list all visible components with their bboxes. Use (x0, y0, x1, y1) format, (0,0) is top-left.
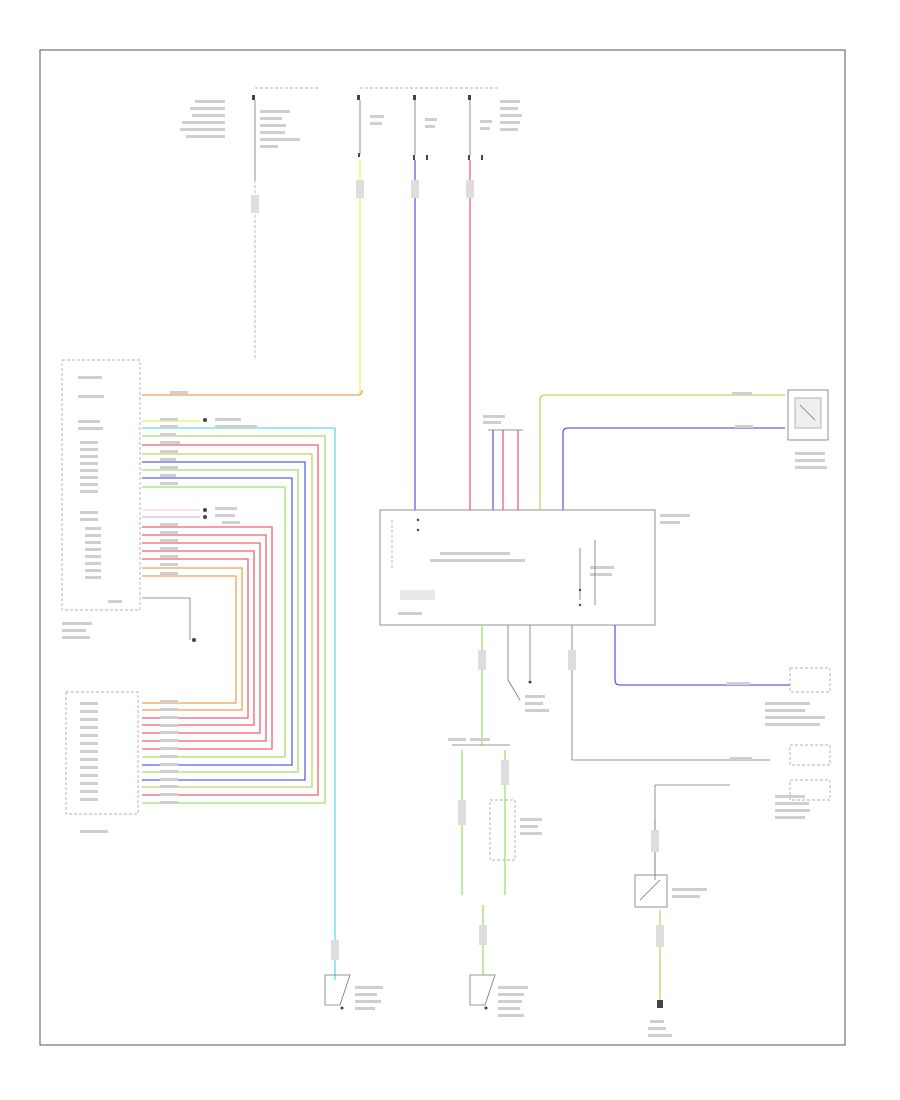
fuse-block-top (180, 87, 522, 180)
bcm-wires (142, 389, 363, 980)
meter-top-wires (483, 394, 785, 510)
intermittent-switch-right (634, 820, 707, 1000)
ground-center (469, 974, 528, 1017)
combination-switch (65, 691, 139, 833)
body-control-module (61, 359, 141, 639)
ground-left (324, 940, 383, 1010)
diagram-frame (39, 49, 846, 1046)
wiper-motor (732, 389, 829, 469)
ground-right (648, 1000, 672, 1037)
wire-color-codes (160, 391, 257, 804)
combination-meter (379, 509, 690, 626)
washer-motor (448, 738, 542, 975)
meter-bottom-wires (478, 625, 790, 761)
door-switch-module (654, 667, 831, 880)
